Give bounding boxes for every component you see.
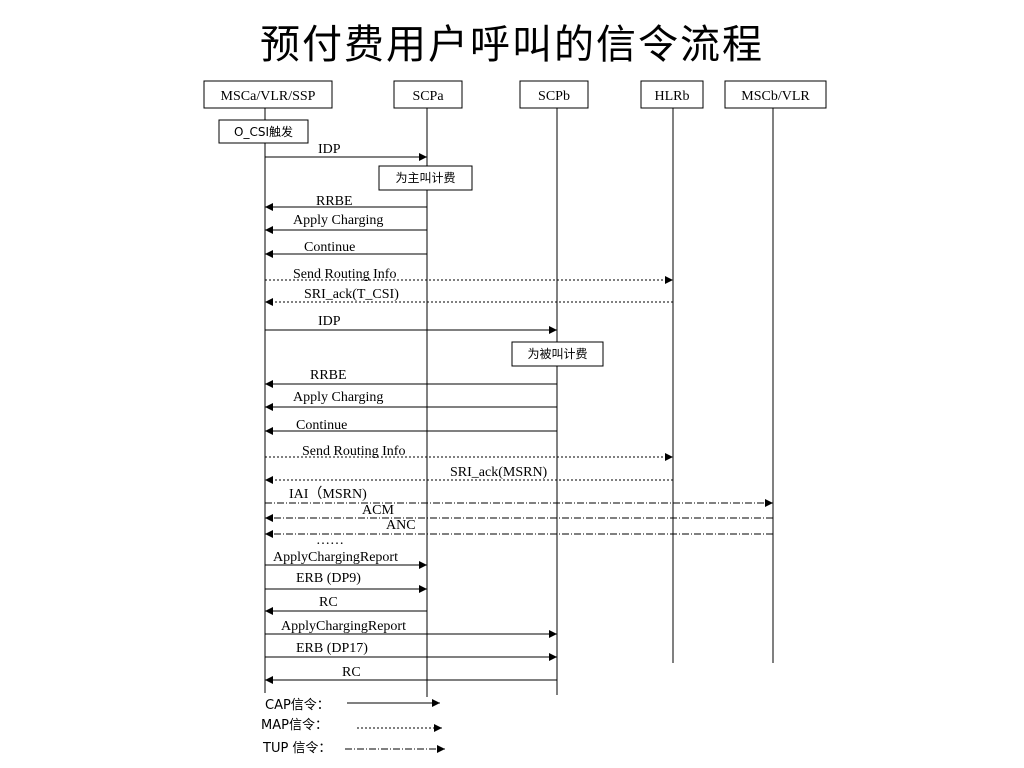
page-title: 预付费用户呼叫的信令流程 xyxy=(260,22,764,68)
message-label-12: IAI（MSRN) xyxy=(289,486,367,502)
message-label-5: SRI_ack(T_CSI) xyxy=(304,287,399,302)
message-label-20: ERB (DP17) xyxy=(296,641,368,656)
legend-label-tup: TUP 信令： xyxy=(262,741,331,756)
message-17: ERB (DP9) xyxy=(265,571,427,593)
entity-label-mscb: MSCb/VLR xyxy=(741,89,810,104)
message-4: Send Routing Info xyxy=(265,267,673,284)
message-13: ACM xyxy=(265,503,773,522)
note-charge-calling: 为主叫计费 xyxy=(378,165,473,191)
entity-label-msca: MSCa/VLR/SSP xyxy=(221,89,316,104)
message-label-3: Continue xyxy=(304,240,355,255)
message-label-4: Send Routing Info xyxy=(293,267,396,282)
entity-label-scpa: SCPa xyxy=(412,89,444,104)
message-label-18: RC xyxy=(319,595,338,610)
message-6: IDP xyxy=(265,314,557,334)
message-label-1: RRBE xyxy=(316,194,353,209)
message-20: ERB (DP17) xyxy=(265,641,557,661)
message-15: …… xyxy=(316,533,344,548)
message-label-13: ACM xyxy=(362,503,394,518)
message-label-10: Send Routing Info xyxy=(302,444,405,459)
legend-item-tup: TUP 信令： xyxy=(262,741,445,756)
message-11: SRI_ack(MSRN) xyxy=(265,465,673,484)
message-label-0: IDP xyxy=(318,142,341,157)
message-label-16: ApplyChargingReport xyxy=(273,550,398,565)
message-16: ApplyChargingReport xyxy=(265,550,427,569)
entity-label-scpb: SCPb xyxy=(538,89,570,104)
message-label-14: ANC xyxy=(386,518,416,533)
entity-label-hlrb: HLRb xyxy=(655,89,690,104)
message-label-6: IDP xyxy=(318,314,341,329)
message-5: SRI_ack(T_CSI) xyxy=(265,287,673,306)
note-charge-called: 为被叫计费 xyxy=(511,341,604,367)
message-7: RRBE xyxy=(265,368,557,388)
message-0: IDP xyxy=(265,142,427,161)
note-trigger: O_CSI触发 xyxy=(218,119,309,144)
note-label-trigger: O_CSI触发 xyxy=(234,124,293,139)
message-9: Continue xyxy=(265,418,557,435)
message-18: RC xyxy=(265,595,427,615)
message-8: Apply Charging xyxy=(265,390,557,411)
message-label-2: Apply Charging xyxy=(293,213,383,228)
entity-box-scpb: SCPb xyxy=(519,80,589,109)
message-label-15: …… xyxy=(316,533,344,548)
message-2: Apply Charging xyxy=(265,213,427,234)
entity-box-mscb: MSCb/VLR xyxy=(724,80,827,109)
message-label-8: Apply Charging xyxy=(293,390,383,405)
message-21: RC xyxy=(265,665,557,684)
note-label-charge-called: 为被叫计费 xyxy=(527,347,587,361)
message-1: RRBE xyxy=(265,194,427,211)
message-label-21: RC xyxy=(342,665,361,680)
message-12: IAI（MSRN) xyxy=(265,486,773,507)
legend-label-map: MAP信令： xyxy=(261,718,328,733)
message-10: Send Routing Info xyxy=(265,444,673,461)
entity-box-msca: MSCa/VLR/SSP xyxy=(203,80,333,109)
legend-label-cap: CAP信令： xyxy=(265,698,330,713)
legend-item-cap: CAP信令： xyxy=(265,698,440,713)
note-label-charge-calling: 为主叫计费 xyxy=(395,171,455,185)
legend-item-map: MAP信令： xyxy=(261,718,442,733)
message-14: ANC xyxy=(265,518,773,538)
message-label-7: RRBE xyxy=(310,368,347,383)
message-3: Continue xyxy=(265,240,427,258)
message-label-17: ERB (DP9) xyxy=(296,571,361,586)
message-label-19: ApplyChargingReport xyxy=(281,619,406,634)
message-label-11: SRI_ack(MSRN) xyxy=(450,465,548,480)
entity-box-hlrb: HLRb xyxy=(640,80,704,109)
message-label-9: Continue xyxy=(296,418,347,433)
entity-box-scpa: SCPa xyxy=(393,80,463,109)
message-19: ApplyChargingReport xyxy=(265,619,557,638)
